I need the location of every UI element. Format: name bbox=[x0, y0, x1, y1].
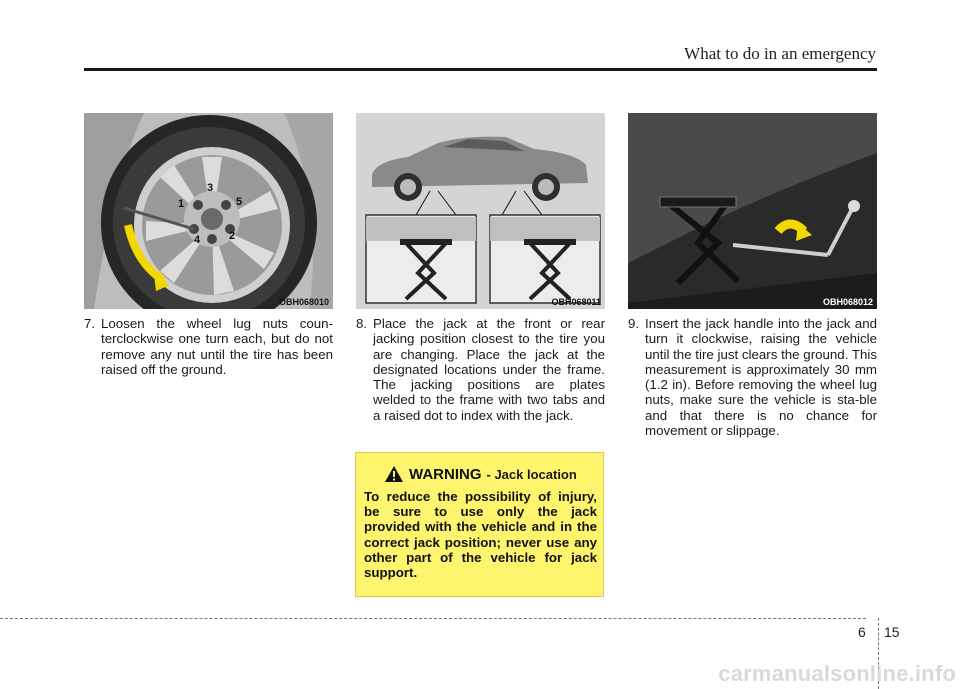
warning-body: To reduce the possibility of injury, be … bbox=[364, 489, 597, 581]
figure-wheel-lug-nuts: 1 2 3 4 5 OBH068010 bbox=[84, 113, 333, 309]
watermark: carmanualsonline.info bbox=[718, 661, 956, 686]
warning-title: WARNING bbox=[409, 465, 482, 483]
step-text: Insert the jack handle into the jack and… bbox=[645, 316, 877, 439]
figure-code: OBH068012 bbox=[822, 297, 873, 307]
step-number: 8. bbox=[356, 316, 368, 331]
step-number: 9. bbox=[628, 316, 640, 331]
step-number: 7. bbox=[84, 316, 96, 331]
warning-header: WARNING - Jack location bbox=[384, 465, 577, 483]
figure-code: OBH068011 bbox=[551, 297, 601, 307]
page-number-divider bbox=[878, 618, 879, 689]
lug-number-1: 1 bbox=[178, 198, 184, 210]
lug-number-4: 4 bbox=[194, 234, 201, 246]
page-number: 15 bbox=[884, 624, 900, 640]
step-7: 7. Loosen the wheel lug nuts coun-terclo… bbox=[84, 316, 333, 377]
figure-jack-handle: OBH068012 bbox=[628, 113, 877, 309]
warning-box: WARNING - Jack location To reduce the po… bbox=[355, 452, 604, 597]
lug-number-2: 2 bbox=[229, 230, 235, 242]
step-text: Place the jack at the front or rear jack… bbox=[373, 316, 605, 423]
figure-jacking-positions: OBH068011 bbox=[356, 113, 605, 309]
warning-triangle-icon bbox=[385, 466, 403, 482]
jack-handle-illustration bbox=[628, 113, 877, 309]
header-rule bbox=[84, 68, 877, 71]
warning-subtitle: - Jack location bbox=[486, 466, 577, 482]
car-jack-illustration bbox=[356, 113, 605, 309]
figure-code: OBH068010 bbox=[278, 297, 329, 307]
step-text: Loosen the wheel lug nuts coun-terclockw… bbox=[101, 316, 333, 377]
lug-number-3: 3 bbox=[207, 182, 213, 194]
chapter-number: 6 bbox=[858, 624, 866, 640]
wheel-illustration: 1 2 3 4 5 bbox=[84, 113, 333, 309]
step-9: 9. Insert the jack handle into the jack … bbox=[628, 316, 877, 438]
page-header-title: What to do in an emergency bbox=[684, 44, 876, 63]
step-8: 8. Place the jack at the front or rear j… bbox=[356, 316, 605, 423]
lug-number-5: 5 bbox=[236, 196, 242, 208]
footer-rule bbox=[0, 618, 866, 619]
